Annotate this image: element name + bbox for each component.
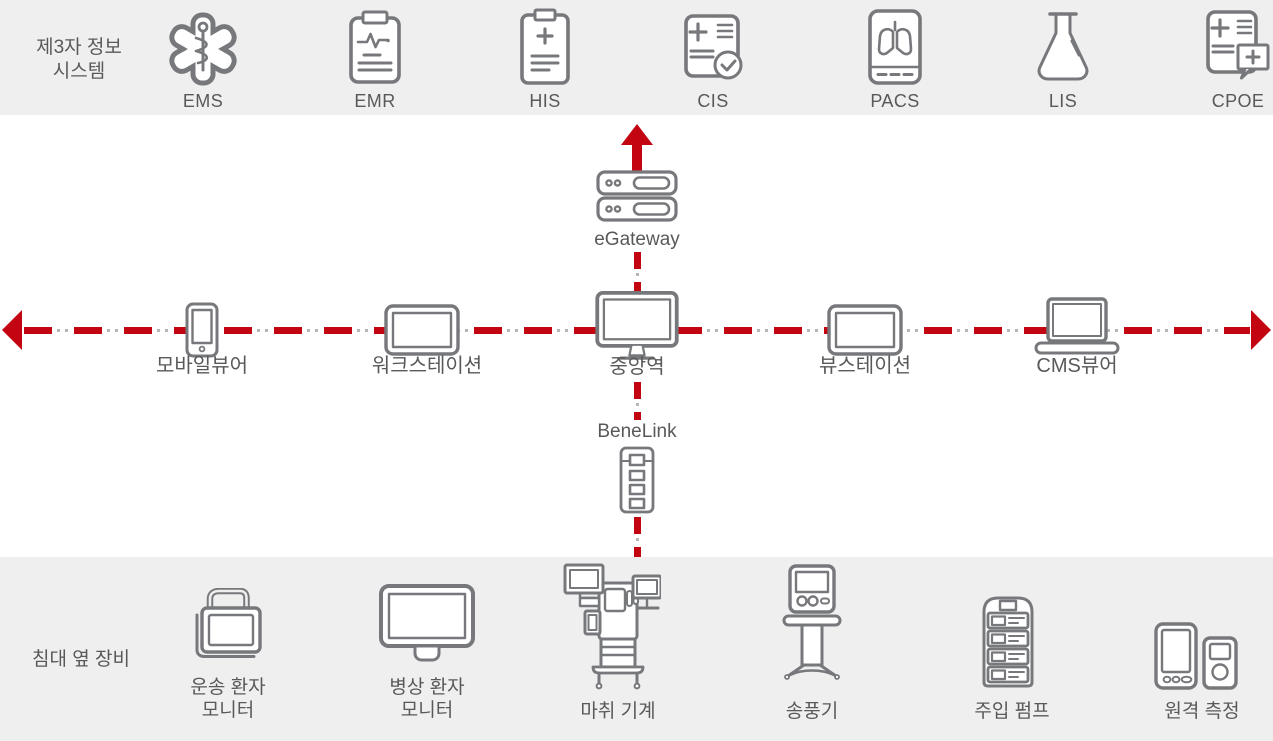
module-rack-icon	[619, 446, 655, 514]
device-label-bedside-monitor: 병상 환자 모니터	[347, 676, 507, 722]
clipboard-plus-icon	[516, 6, 574, 86]
arrow-up-icon	[621, 124, 653, 145]
tablet-icon	[827, 304, 903, 356]
arrow-up-shaft	[632, 145, 642, 171]
system-label: PACS	[870, 91, 920, 111]
ventilator-icon	[780, 564, 844, 690]
station-label-workstation: 워크스테이션	[371, 355, 483, 377]
bedside-caption: 침대 옆 장비	[32, 649, 130, 670]
tablet-icon	[384, 304, 460, 356]
vertical-line-benelink-bedside	[634, 517, 641, 557]
anesthesia-machine-icon	[555, 563, 661, 690]
system-his: HIS	[475, 6, 615, 112]
arrow-left-icon	[2, 310, 22, 350]
document-check-icon	[682, 6, 744, 86]
device-label-line1: 운송 환자	[190, 677, 266, 698]
desktop-monitor-icon	[595, 291, 679, 361]
third-party-caption: 제3자 정보 시스템	[4, 36, 154, 84]
third-party-caption-line2: 시스템	[52, 61, 106, 82]
system-cis: CIS	[643, 6, 783, 112]
document-order-bubble-icon	[1205, 6, 1271, 86]
vertical-line-gateway-central	[634, 252, 641, 294]
station-label-mobile-viewer: 모바일뷰어	[156, 355, 248, 377]
system-label: HIS	[529, 91, 561, 111]
server-stack-icon	[596, 170, 678, 222]
system-label: CPOE	[1211, 91, 1265, 111]
system-ems: EMS	[133, 6, 273, 112]
transport-monitor-icon	[188, 588, 268, 660]
bedside-monitor-icon	[379, 584, 475, 662]
gateway-label: eGateway	[594, 229, 680, 250]
telemetry-devices-icon	[1154, 622, 1240, 692]
system-label: CIS	[697, 91, 729, 111]
system-pacs: PACS	[825, 6, 965, 112]
benelink-label: BeneLink	[597, 421, 677, 442]
infusion-pump-icon	[980, 592, 1036, 690]
device-label-line2: 모니터	[400, 700, 454, 721]
clipboard-ecg-icon	[346, 6, 404, 86]
system-emr: EMR	[305, 6, 445, 112]
lungs-tablet-icon	[867, 6, 923, 86]
device-label-telemetry: 원격 측정	[1164, 701, 1240, 722]
system-lis: LIS	[993, 6, 1133, 112]
device-label-ventilator: 송풍기	[785, 701, 839, 722]
lab-flask-icon	[1032, 6, 1094, 86]
laptop-icon	[1034, 297, 1120, 355]
arrow-right-icon	[1251, 310, 1271, 350]
system-label: LIS	[1048, 91, 1078, 111]
station-label-cms-viewer: CMS뷰어	[1036, 355, 1118, 377]
device-label-transport-monitor: 운송 환자 모니터	[148, 676, 308, 722]
system-label: EMS	[182, 91, 224, 111]
device-label-line2: 모니터	[201, 700, 255, 721]
vertical-line-central-benelink	[634, 382, 641, 420]
star-of-life-icon	[166, 6, 240, 86]
device-label-line1: 병상 환자	[389, 677, 465, 698]
device-label-infusion-pump: 주입 펌프	[974, 701, 1050, 722]
smartphone-icon	[185, 302, 219, 358]
system-label: EMR	[354, 91, 396, 111]
third-party-caption-line1: 제3자 정보	[36, 37, 122, 58]
station-label-central-station: 중앙역	[609, 356, 665, 378]
station-label-viewstation: 뷰스테이션	[819, 355, 911, 377]
device-label-anesthesia-machine: 마취 기계	[580, 701, 656, 722]
system-cpoe: CPOE	[1168, 6, 1273, 112]
